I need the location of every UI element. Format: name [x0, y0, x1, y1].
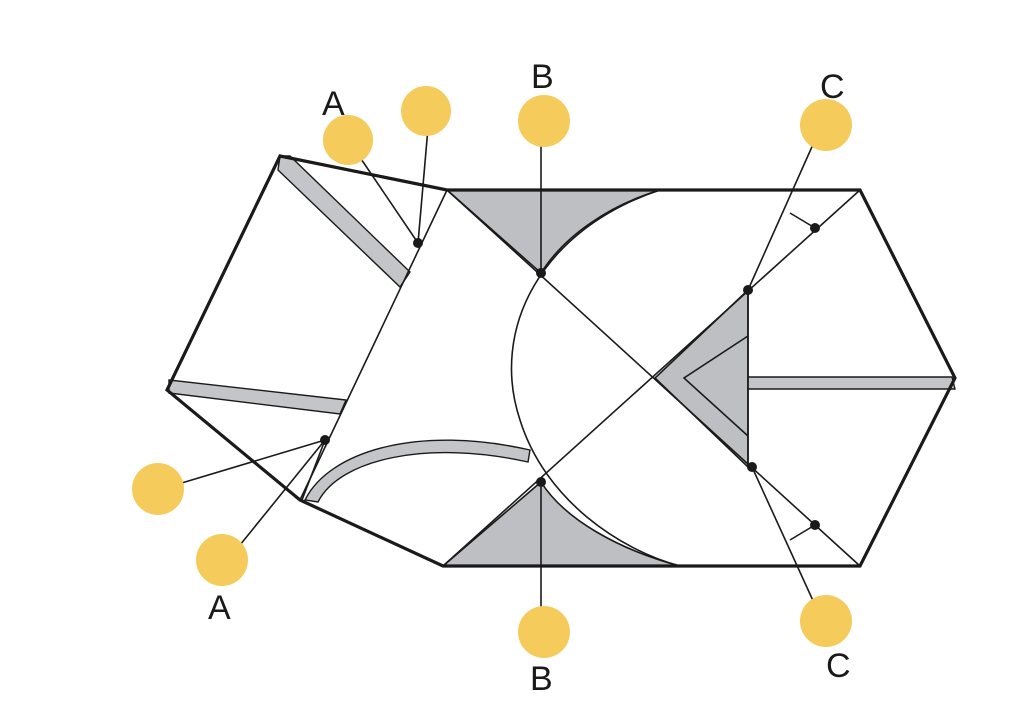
diagonal-1: [446, 189, 861, 567]
dot-b-bottom: [536, 477, 546, 487]
badge-a-left: [132, 463, 184, 515]
dot-a-top: [413, 238, 423, 248]
badge-c-top: [800, 99, 852, 151]
label-c-bottom: C: [826, 647, 851, 685]
badge-b-bottom: [518, 606, 570, 658]
semicircle-arc: [510, 189, 681, 567]
bottom-arch-band: [303, 439, 531, 503]
dot-angle-bottom: [810, 520, 820, 530]
badge-c-bottom: [800, 595, 852, 647]
badge-a-bottom: [196, 534, 248, 586]
pointer-a-top-1: [354, 149, 419, 244]
label-b-top: B: [531, 58, 554, 96]
pointer-c-bottom: [751, 466, 816, 606]
left-middle-band: [168, 379, 348, 415]
badge-a-top-2: [401, 86, 451, 136]
right-horizontal-band: [747, 376, 956, 390]
center-inner-chevron: [682, 335, 749, 437]
label-a-top: A: [322, 85, 345, 123]
dot-a-left: [320, 435, 330, 445]
center-shaded-triangle: [653, 288, 749, 469]
pointer-c-top: [747, 139, 816, 291]
label-c-top: C: [820, 68, 845, 106]
dot-c-bottom: [747, 462, 757, 472]
diagonal-2: [442, 189, 861, 567]
badge-b-top: [518, 95, 570, 147]
dot-b-top: [536, 268, 546, 278]
pointer-a-inner: [301, 439, 326, 501]
badge-a-top-1: [323, 115, 373, 165]
dot-angle-top: [810, 223, 820, 233]
pointer-a-top-2: [417, 127, 429, 244]
label-a-bottom: A: [208, 589, 231, 627]
left-top-band: [277, 155, 411, 289]
dot-c-top: [743, 285, 753, 295]
pointer-a-left: [174, 439, 326, 486]
pointer-a-bottom: [239, 439, 326, 546]
label-b-bottom: B: [530, 660, 553, 698]
